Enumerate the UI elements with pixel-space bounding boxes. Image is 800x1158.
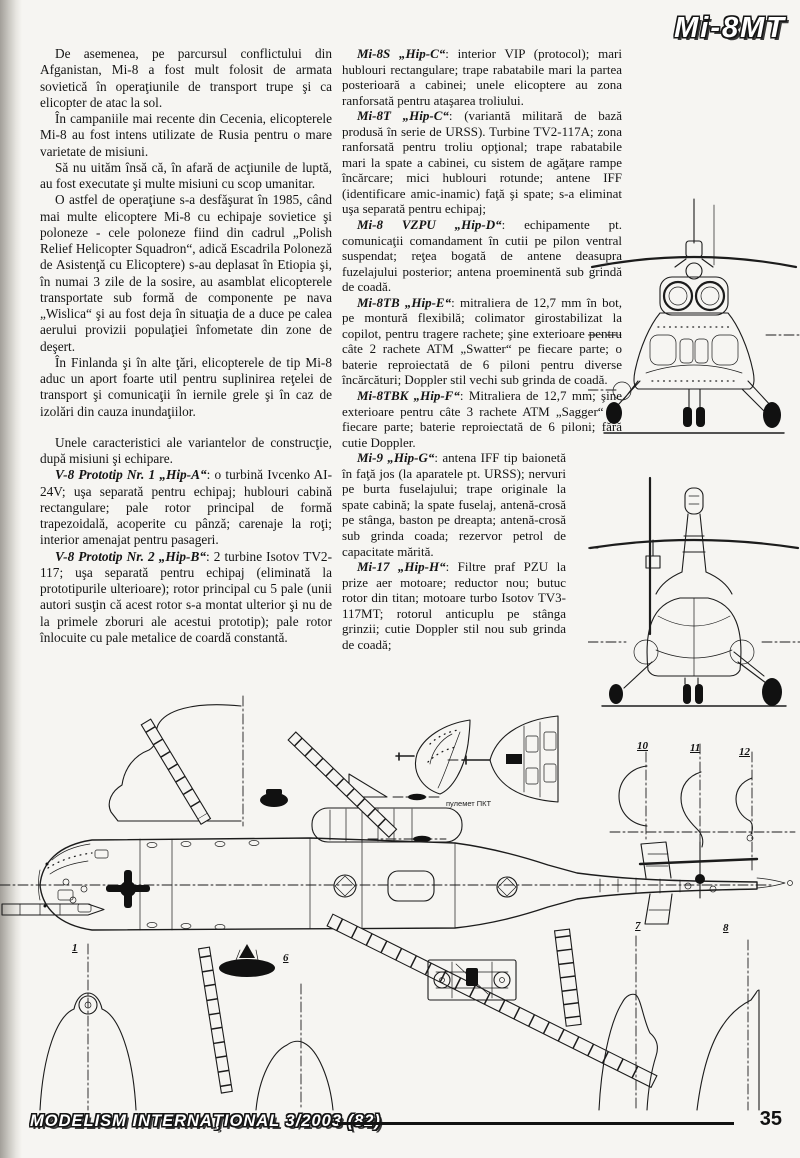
section-number: 12: [739, 746, 750, 758]
footer-rule: [338, 1122, 734, 1125]
text-column-left: De asemenea, pe parcursul conflictului d…: [40, 46, 332, 646]
text-column-right: Mi-8S „Hip-C“: interior VIP (protocol); …: [342, 46, 622, 652]
external-tank: [219, 944, 275, 977]
paragraph-body: O astfel de operaţiune s-a desfăşurat în…: [40, 192, 332, 354]
paragraph: Mi-8S „Hip-C“: interior VIP (protocol); …: [342, 46, 622, 108]
footer-magazine-title: MODELISM INTERNAŢIONAL 3/2003 (82): [30, 1112, 381, 1130]
paragraph: Să nu uităm însă că, în afară de acţiuni…: [40, 160, 332, 193]
paragraph: O astfel de operaţiune s-a desfăşurat în…: [40, 192, 332, 355]
rotor-blade: [197, 946, 233, 1094]
rotor-blade: [326, 913, 658, 1089]
section-number: 10: [637, 740, 648, 752]
paragraph-body: : Filtre praf PZU la prize aer motoare; …: [342, 559, 566, 652]
paragraph-body: De asemenea, pe parcursul conflictului d…: [40, 46, 332, 110]
paragraph: Mi-9 „Hip-G“: antena IFF tip baionetă în…: [342, 450, 566, 559]
fuselage-plan-outline: [39, 837, 758, 931]
section-number: 8: [723, 922, 729, 934]
paragraph-body: : interior VIP (protocol); mari hublouri…: [342, 46, 622, 108]
paragraph: În campaniile mai recente din Cecenia, e…: [40, 111, 332, 160]
paragraph-body: Să nu uităm însă că, în afară de acţiuni…: [40, 159, 332, 191]
helicopter-rear-view-drawing: [588, 476, 800, 707]
cockpit-nose-details: [38, 843, 109, 913]
paragraph: Mi-17 „Hip-H“: Filtre praf PZU la prize …: [342, 559, 566, 652]
paragraph: Mi-8 VZPU „Hip-D“: echipamente pt. comun…: [342, 217, 622, 295]
underside-detail-panel: [427, 959, 517, 1001]
helicopter-front-view-drawing: [588, 198, 800, 434]
nose-detail-left-drawing: [395, 719, 471, 795]
paragraph-lead: Mi-8 VZPU „Hip-D“: [357, 217, 502, 233]
section-number: 11: [690, 742, 701, 754]
scan-gutter-shadow: [0, 0, 22, 1158]
paragraph-body: În Finlanda şi în alte ţări, elicopterel…: [40, 354, 332, 419]
paragraph-lead: Mi-8T „Hip-C“: [357, 108, 449, 124]
section-number: 7: [635, 920, 641, 932]
paragraph-lead: Mi-8TB „Hip-E“: [357, 294, 452, 310]
rotor-blade: [287, 731, 398, 838]
section-number: 1: [72, 942, 78, 954]
section-number: 6: [283, 952, 289, 964]
paragraph-body: : antena IFF tip baionetă în faţă jos (l…: [342, 450, 566, 559]
front-view-lines: [588, 198, 800, 434]
gun-label: пулемет ПКТ: [446, 799, 492, 808]
paragraph-body: : echipamente pt. comunicaţii comandamen…: [342, 217, 622, 295]
paragraph-lead: Mi-17 „Hip-H“: [357, 559, 446, 575]
paragraph-lead: V-8 Prototip Nr. 1 „Hip-A“: [55, 467, 207, 483]
rear-view-wheels: [609, 678, 782, 706]
paragraph-body: : 2 turbine Isotov TV2-117; uşa separată…: [40, 548, 332, 645]
paragraph-body: În campaniile mai recente din Cecenia, e…: [40, 111, 332, 159]
rotor-blade: [140, 718, 212, 826]
paragraph-body: : Mitraliera de 12,7 mm; şine exterioare…: [342, 388, 622, 450]
paragraph-body: : (variantă militară de bază produsă în …: [342, 108, 622, 217]
paragraph: Unele caracteristici ale variantelor de …: [40, 435, 332, 468]
tail-boom-and-rotor: [599, 841, 793, 925]
cross-sections-bottom: [39, 935, 760, 1111]
helicopter-plan-view-drawing: пулемет ПКТ: [0, 695, 796, 1111]
paragraph: Mi-8TB „Hip-E“: mitraliera de 12,7 mm în…: [342, 295, 622, 388]
paragraph: De asemenea, pe parcursul conflictului d…: [40, 46, 332, 111]
paragraph-lead: Mi-8TBK „Hip-F“: [357, 388, 460, 404]
paragraph: V-8 Prototip Nr. 1 „Hip-A“: o turbină Iv…: [40, 467, 332, 548]
paragraph-lead: Mi-9 „Hip-G“: [357, 450, 435, 466]
cross-sections-10-11-12: [609, 743, 796, 871]
paragraph-body: : o turbină Ivcenko AI-24V; uşa separată…: [40, 467, 332, 548]
paragraph-lead: Mi-8S „Hip-C“: [357, 46, 446, 61]
page-title: Mi-8MT: [674, 12, 786, 44]
paragraph: Mi-8TBK „Hip-F“: Mitraliera de 12,7 mm; …: [342, 388, 622, 450]
paragraph: În Finlanda şi în alte ţări, elicopterel…: [40, 355, 332, 420]
front-view-wheels: [606, 402, 781, 428]
paragraph: V-8 Prototip Nr. 2 „Hip-B“: 2 turbine Is…: [40, 549, 332, 647]
nose-detail-right-drawing: [445, 715, 559, 803]
tail-profile-section-drawing: [108, 704, 242, 822]
page-number: 35: [759, 1108, 782, 1130]
loading-ramp: [553, 928, 582, 1027]
paragraph-body: : mitraliera de 12,7 mm în bot, pe montu…: [342, 294, 622, 388]
rotor-blade-left-tip: [1, 903, 105, 916]
paragraph: Mi-8T „Hip-C“: (variantă militară de baz…: [342, 108, 622, 217]
paragraph-lead: V-8 Prototip Nr. 2 „Hip-B“: [55, 548, 207, 564]
paragraph-body: Unele caracteristici ale variantelor de …: [40, 434, 332, 466]
rear-view-lines: [588, 476, 800, 707]
engine-pod: [260, 789, 463, 843]
rotor-hub: [106, 870, 150, 908]
